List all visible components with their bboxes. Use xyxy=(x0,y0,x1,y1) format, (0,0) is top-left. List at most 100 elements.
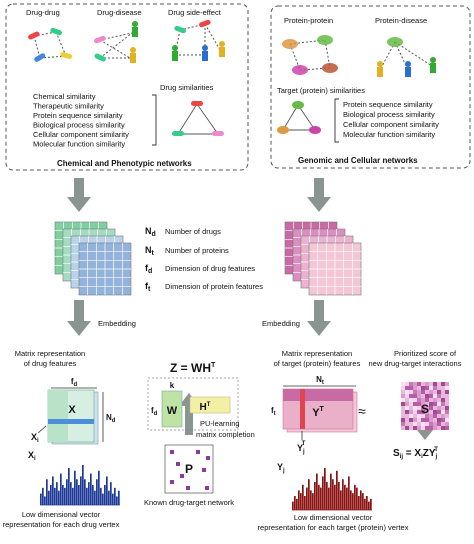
vector-bar xyxy=(66,479,68,505)
vector-bar xyxy=(48,490,50,505)
approx-symbol: ≈ xyxy=(358,403,366,419)
score-cell xyxy=(433,422,437,426)
pu-learning-label: PU-learning xyxy=(200,419,240,428)
score-cell xyxy=(441,406,445,410)
legend-text: Number of drugs xyxy=(165,227,221,236)
score-cell xyxy=(405,390,409,394)
score-cell xyxy=(425,382,429,386)
score-cell xyxy=(425,386,429,390)
score-cell xyxy=(405,426,409,430)
interaction-dot xyxy=(196,450,200,454)
interaction-dot xyxy=(170,450,174,454)
score-cell xyxy=(425,426,429,430)
vector-bar xyxy=(106,476,108,505)
score-cell xyxy=(417,398,421,402)
p-matrix-label: P xyxy=(185,462,193,476)
xi-label: Xi xyxy=(31,432,39,444)
embedding-label-right: Embedding xyxy=(262,319,300,328)
score-cell xyxy=(413,398,417,402)
score-cell xyxy=(429,426,433,430)
yj-label: YjT xyxy=(297,441,306,455)
vector-bar xyxy=(320,487,322,510)
vector-bar xyxy=(338,482,340,510)
vector-bar xyxy=(44,496,46,505)
vector-bar xyxy=(46,479,48,505)
score-cell xyxy=(409,382,413,386)
score-cell xyxy=(401,382,405,386)
score-cell xyxy=(437,406,441,410)
score-cell xyxy=(441,426,445,430)
score-cell xyxy=(401,394,405,398)
target-matrix-caption: of target (protein) features xyxy=(274,359,361,368)
score-formula: Sij = XiZYjT xyxy=(393,447,438,460)
interaction-dot xyxy=(176,462,180,466)
legend-text: Dimension of protein features xyxy=(165,282,263,291)
drug-vector-block: Xi Low dimensional vector representation… xyxy=(3,450,120,529)
score-cell xyxy=(437,402,441,406)
score-cell xyxy=(417,422,421,426)
score-cell xyxy=(409,414,413,418)
score-cell xyxy=(429,406,433,410)
vector-bar xyxy=(76,479,78,505)
score-cell xyxy=(413,390,417,394)
header-protein-disease: Protein-disease xyxy=(375,16,427,25)
h-matrix xyxy=(189,396,231,414)
score-cell xyxy=(425,422,429,426)
score-cell xyxy=(433,418,437,422)
score-cell xyxy=(405,422,409,426)
drug-similarity-triangle-icon xyxy=(172,101,224,136)
vector-bar xyxy=(370,498,372,510)
vector-bar xyxy=(316,473,318,510)
score-cell xyxy=(405,382,409,386)
xi-vector-label: Xi xyxy=(28,450,36,462)
interaction-dot xyxy=(206,456,210,460)
vector-bar xyxy=(356,487,358,510)
score-cell xyxy=(445,410,449,414)
yj-vector-label: Yj xyxy=(277,462,285,474)
score-cell xyxy=(413,414,417,418)
similarity-item: Biological process similarity xyxy=(33,121,125,130)
vector-bar xyxy=(300,493,302,510)
chemical-phenotypic-panel: Drug-drug Drug-disease Drug side-effect xyxy=(5,3,249,171)
target-vector-bars xyxy=(292,468,372,511)
factorization-equation: Z = WHT xyxy=(170,361,216,375)
score-cell xyxy=(417,382,421,386)
score-cell xyxy=(417,402,421,406)
score-cell xyxy=(445,390,449,394)
score-cell xyxy=(421,390,425,394)
score-cell xyxy=(429,390,433,394)
vector-bar xyxy=(298,490,300,510)
score-cell xyxy=(429,422,433,426)
target-vector-caption: Low dimensional vector xyxy=(294,513,373,522)
s-matrix-label: S xyxy=(421,402,429,416)
score-cell xyxy=(437,418,441,422)
protein-protein-network-icon xyxy=(282,35,338,75)
score-cell xyxy=(417,426,421,430)
legend-symbol: ft xyxy=(145,281,151,293)
vector-bar xyxy=(96,479,98,505)
score-cell xyxy=(441,394,445,398)
score-cell xyxy=(413,402,417,406)
score-cell xyxy=(405,394,409,398)
vector-bar xyxy=(340,490,342,510)
vector-bar xyxy=(326,482,328,510)
score-cell xyxy=(437,390,441,394)
vector-bar xyxy=(310,490,312,510)
h-matrix-label: HT xyxy=(200,402,211,413)
score-cell xyxy=(405,402,409,406)
score-caption: new drug-target interactions xyxy=(369,359,462,368)
vector-bar xyxy=(92,485,94,505)
vector-bar xyxy=(110,482,112,505)
notation-legend: Nd Number of drugs Nt Number of proteins… xyxy=(145,226,263,293)
score-cell xyxy=(437,386,441,390)
score-cell xyxy=(445,386,449,390)
vector-bar xyxy=(42,487,44,505)
drug-matrix-caption: of drug features xyxy=(24,359,77,368)
w-matrix-label: W xyxy=(167,405,178,417)
score-cell xyxy=(441,390,445,394)
score-cell xyxy=(409,410,413,414)
score-cell xyxy=(445,402,449,406)
known-network-label: Known drug-target network xyxy=(144,498,234,507)
vector-bar xyxy=(322,476,324,510)
target-column-highlight xyxy=(300,389,305,429)
